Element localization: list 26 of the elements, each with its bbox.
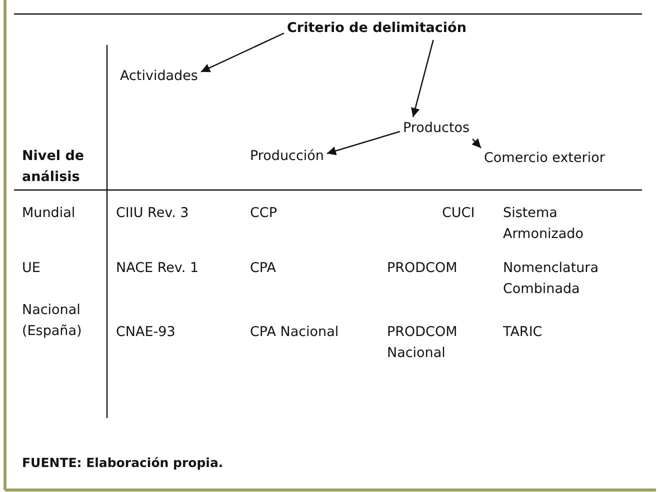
arrow [200,32,284,72]
category-label: Criterio de delimitación [287,18,466,39]
table-text: Nomenclatura Combinada [503,259,600,299]
table-text: PRODCOM Nacional [387,323,458,363]
arrow [472,138,482,148]
category-label: Actividades [120,66,198,87]
source-note: FUENTE: Elaboración propia. [22,454,224,472]
table-text: UE [22,259,40,278]
table-text: Sistema Armonizado [503,204,584,244]
table-text: Mundial [22,204,76,223]
arrow [326,130,400,156]
arrow [410,40,434,118]
category-label: Comercio exterior [484,148,605,169]
category-label: Producción [250,146,324,167]
table-text: CPA Nacional [250,323,339,342]
table-text: TARIC [503,323,542,342]
table-text: CNAE-93 [116,323,176,342]
table-text: CIIU Rev. 3 [116,204,189,223]
table-text: PRODCOM [387,259,458,278]
category-label: Productos [403,118,470,139]
table-text: CPA [250,259,276,278]
table-text: NACE Rev. 1 [116,259,199,278]
table-text: Nacional (España) [22,301,83,341]
table-text: CCP [250,204,277,223]
table-text: CUCI [442,204,475,223]
column-header: Nivel de análisis [22,147,86,187]
